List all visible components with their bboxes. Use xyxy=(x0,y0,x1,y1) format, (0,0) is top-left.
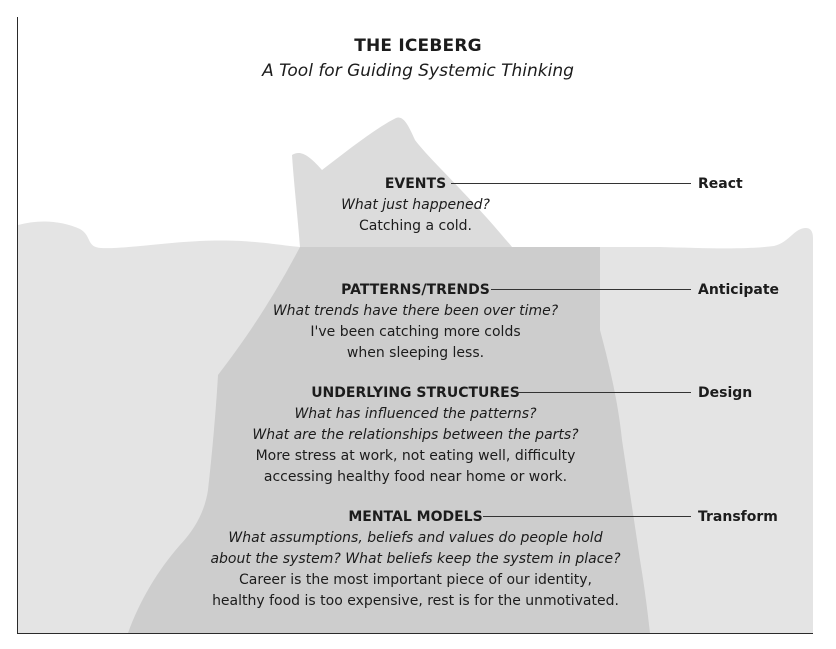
level-example: I've been catching more colds xyxy=(310,324,521,340)
level-example: More stress at work, not eating well, di… xyxy=(255,448,576,464)
iceberg-tip xyxy=(292,117,512,248)
level-events: EVENTS What just happened? Catching a co… xyxy=(178,173,653,237)
level-heading: MENTAL MODELS xyxy=(348,509,483,525)
level-question: What trends have there been over time? xyxy=(272,303,559,319)
leader-line-events xyxy=(451,183,691,184)
level-patterns-trends: PATTERNS/TRENDS What trends have there b… xyxy=(178,279,653,364)
level-example: Catching a cold. xyxy=(358,218,473,234)
leader-line-mental-models xyxy=(483,516,691,517)
level-example: accessing healthy food near home or work… xyxy=(263,469,568,485)
diagram-subtitle: A Tool for Guiding Systemic Thinking xyxy=(262,61,574,81)
level-mental-models: MENTAL MODELS What assumptions, beliefs … xyxy=(178,506,653,612)
level-heading: PATTERNS/TRENDS xyxy=(341,282,490,298)
level-underlying-structures: UNDERLYING STRUCTURES What has influence… xyxy=(178,382,653,488)
response-react: React xyxy=(698,176,743,192)
response-design: Design xyxy=(698,385,753,401)
response-anticipate: Anticipate xyxy=(698,282,780,298)
response-transform: Transform xyxy=(698,509,778,525)
level-question: What assumptions, beliefs and values do … xyxy=(228,530,603,546)
level-question: What are the relationships between the p… xyxy=(252,427,579,443)
level-question: What has influenced the patterns? xyxy=(294,406,537,422)
leader-line-structures xyxy=(515,392,691,393)
level-heading: EVENTS xyxy=(384,176,447,192)
level-example: when sleeping less. xyxy=(346,345,485,361)
iceberg-submerged xyxy=(128,247,650,633)
level-question: about the system? What beliefs keep the … xyxy=(210,551,621,567)
level-example: Career is the most important piece of ou… xyxy=(239,572,592,588)
leader-line-patterns xyxy=(491,289,691,290)
diagram-title: THE ICEBERG xyxy=(354,36,482,56)
level-heading: UNDERLYING STRUCTURES xyxy=(311,385,520,401)
level-question: What just happened? xyxy=(341,197,490,213)
level-example: healthy food is too expensive, rest is f… xyxy=(212,593,619,609)
